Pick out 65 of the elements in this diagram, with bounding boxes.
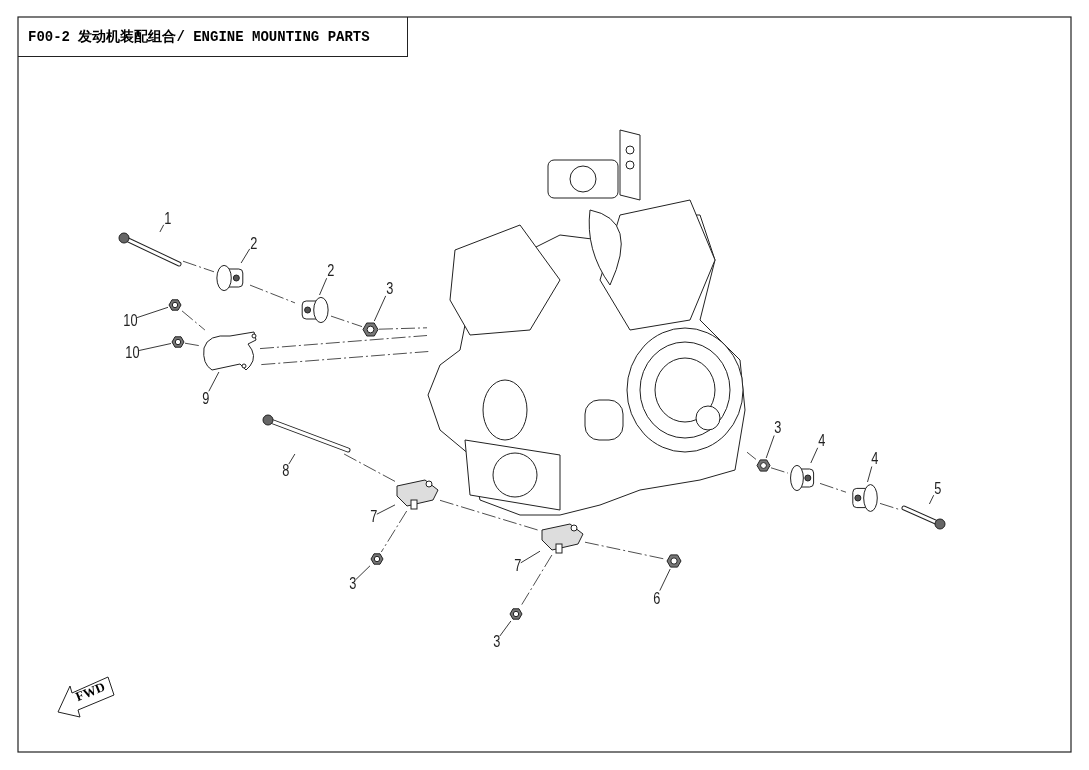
- small-bolt-drawing: [171, 335, 185, 349]
- bolt-drawing: [900, 504, 946, 530]
- center-line: [879, 503, 901, 511]
- center-line: [770, 467, 789, 474]
- mounting-bracket-drawing: [395, 476, 440, 511]
- nut-drawing: [362, 321, 379, 338]
- leader-line: [520, 550, 541, 564]
- leader-line: [159, 224, 165, 233]
- leader-line: [240, 248, 251, 264]
- center-line: [259, 335, 428, 349]
- callout-number: 3: [773, 418, 781, 436]
- callout-number: 3: [492, 632, 500, 650]
- callout-number: 3: [348, 574, 356, 592]
- center-line: [260, 351, 429, 365]
- leader-line: [928, 494, 935, 505]
- leader-line: [288, 453, 296, 465]
- callout-number: 2: [326, 261, 334, 279]
- leader-line: [499, 620, 512, 637]
- callout-number: 10: [122, 311, 138, 329]
- callout-number: 10: [124, 343, 140, 361]
- nut-drawing: [666, 553, 682, 569]
- title: F00-2 发动机装配组合/ ENGINE MOUNTING PARTS: [18, 17, 408, 57]
- nut-drawing: [756, 458, 771, 473]
- leader-line: [373, 295, 387, 322]
- callout-number: 7: [513, 556, 521, 574]
- leader-line: [765, 435, 775, 459]
- leader-line: [376, 504, 396, 515]
- nut-drawing: [509, 607, 523, 621]
- heat-shield-drawing: [200, 330, 260, 372]
- center-line: [439, 499, 541, 532]
- center-line: [181, 310, 206, 331]
- leader-line: [208, 371, 220, 392]
- long-bolt-drawing: [262, 414, 352, 454]
- callout-number: 6: [652, 589, 660, 607]
- center-line: [380, 510, 408, 553]
- long-bolt-drawing: [118, 232, 183, 268]
- leader-line: [355, 565, 371, 581]
- callout-number: 4: [817, 431, 825, 449]
- leader-line: [136, 306, 169, 319]
- leader-line: [659, 568, 671, 592]
- nut-drawing: [370, 552, 384, 566]
- center-line: [519, 554, 553, 608]
- center-line: [182, 260, 215, 273]
- center-line: [184, 342, 201, 347]
- center-line: [746, 451, 757, 460]
- callout-number: 3: [385, 279, 393, 297]
- callout-number: 9: [201, 389, 209, 407]
- callout-number: 4: [870, 449, 878, 467]
- leader-line: [867, 466, 873, 483]
- callout-number: 5: [933, 479, 941, 497]
- center-line: [343, 453, 396, 482]
- callout-number: 7: [369, 507, 377, 525]
- center-line: [330, 315, 363, 327]
- callout-number: 8: [281, 461, 289, 479]
- leader-line: [810, 447, 819, 464]
- mounting-bracket-drawing: [540, 520, 585, 555]
- small-bolt-drawing: [168, 298, 182, 312]
- center-line: [378, 327, 428, 330]
- center-line: [819, 483, 847, 493]
- callout-number: 2: [249, 234, 257, 252]
- engine-drawing: [427, 129, 747, 517]
- center-line: [249, 284, 296, 304]
- callout-number: 1: [163, 209, 171, 227]
- leader-line: [138, 343, 172, 351]
- leader-line: [319, 277, 328, 296]
